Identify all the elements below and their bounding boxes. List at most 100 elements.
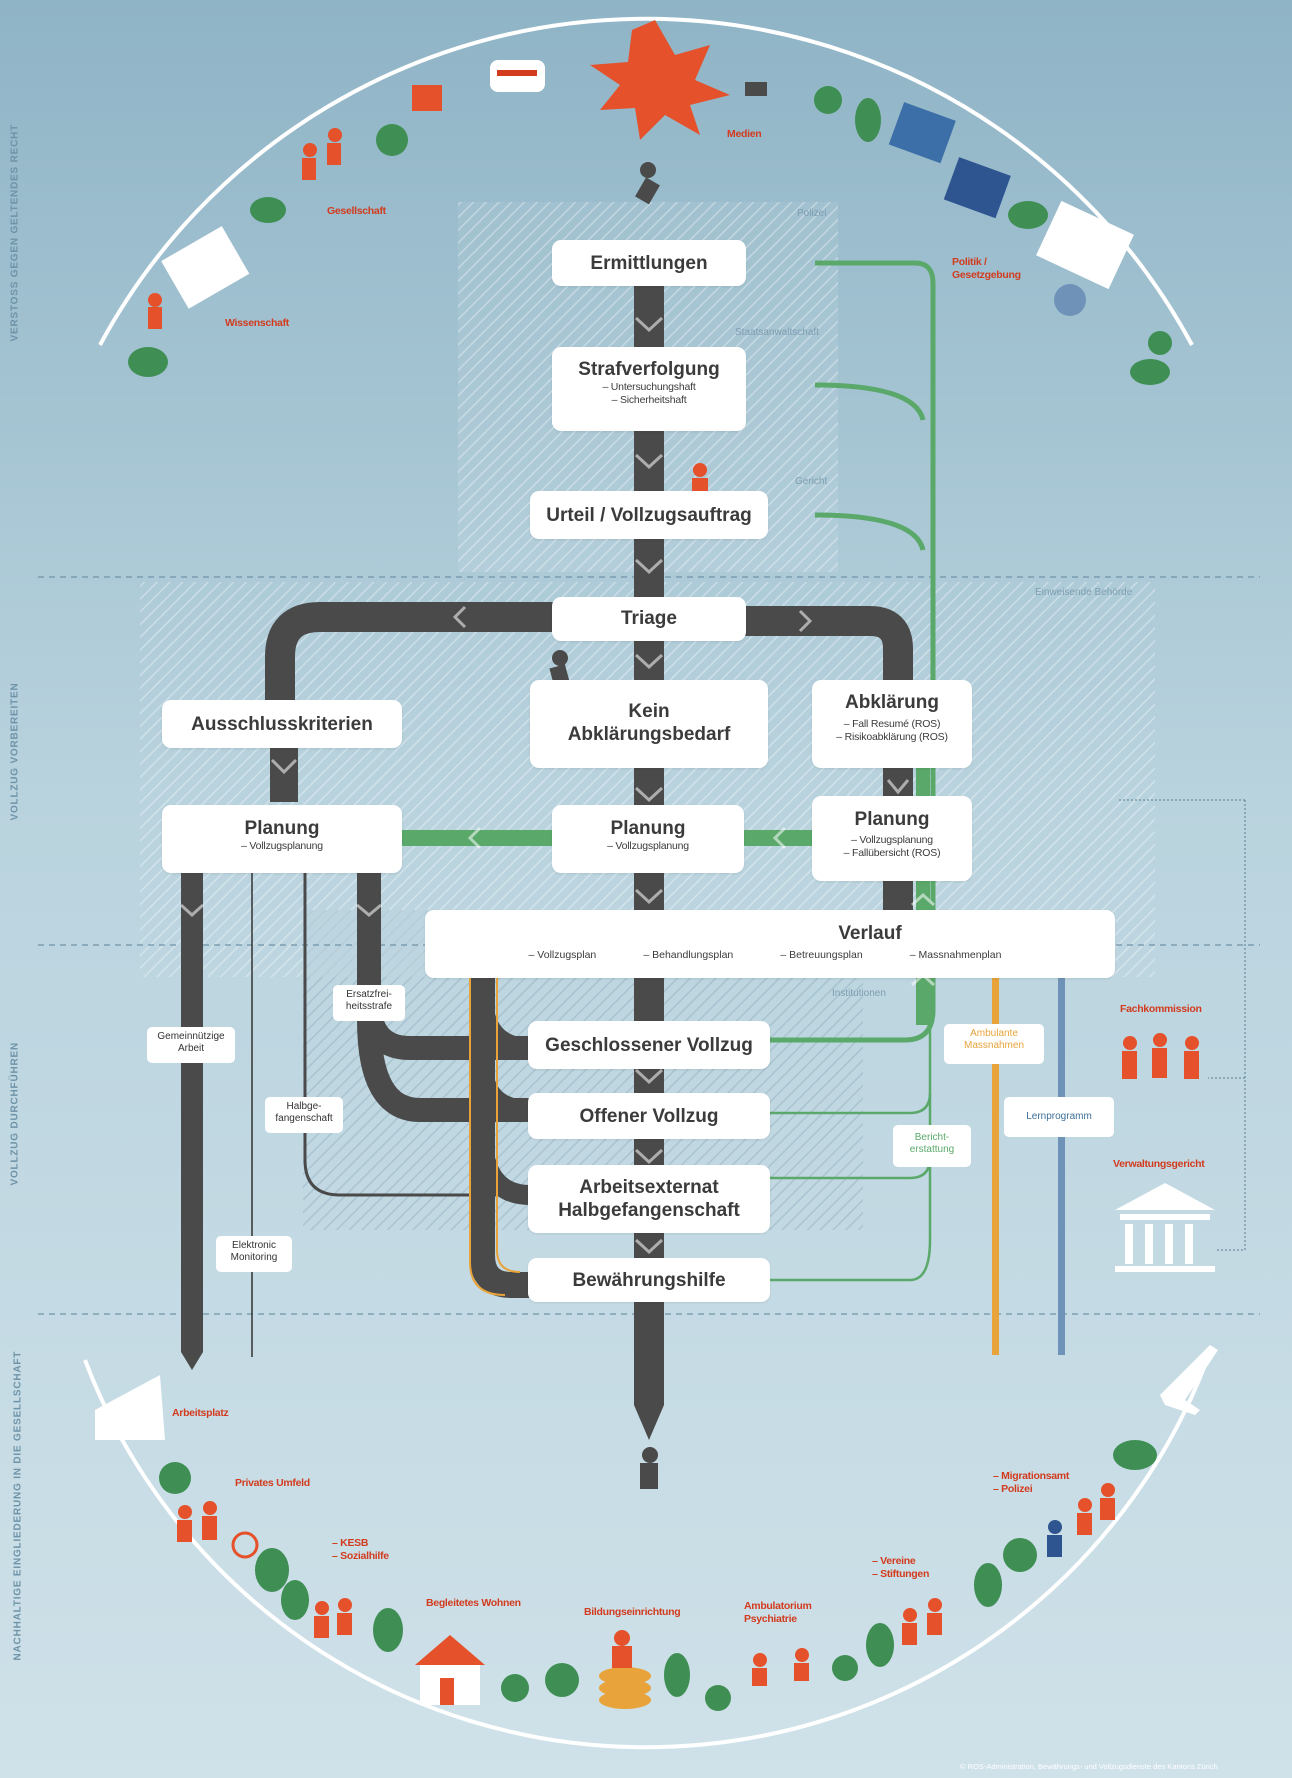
smallbox-ersatzfreiheitsstrafe[interactable]: Ersatzfrei- heitsstrafe xyxy=(333,985,405,1021)
box-kein-line2: Abklärungsbedarf xyxy=(567,724,731,745)
box-urteil-title: Urteil / Vollzugsauftrag xyxy=(546,505,752,526)
box-abklaerung[interactable]: Abklärung – Fall Resumé (ROS) – Risikoab… xyxy=(812,680,972,768)
box-triage[interactable]: Triage xyxy=(552,597,746,641)
box-ermittlungen[interactable]: Ermittlungen xyxy=(552,240,746,286)
box-ermittlungen-title: Ermittlungen xyxy=(590,253,708,274)
box-arbeitsexternat-line2: Halbgefangenschaft xyxy=(558,1200,740,1221)
track-chevrons xyxy=(179,316,936,1255)
box-ausschluss-title: Ausschlusskriterien xyxy=(191,714,373,735)
smallbox-halbge-line1: Halbge- xyxy=(286,1101,322,1112)
box-planung-right[interactable]: Planung – Vollzugsplanung – Fallübersich… xyxy=(812,796,972,881)
court-building-icon xyxy=(1115,1183,1215,1272)
tree-icon xyxy=(373,1608,403,1652)
tree-icon xyxy=(501,1674,529,1702)
wheelchair-icon xyxy=(231,1531,259,1559)
actor-ambulatorium: Ambulatorium Psychiatrie xyxy=(744,1600,812,1626)
actor-vereine-line1: – Vereine xyxy=(872,1555,916,1567)
tree-icon xyxy=(255,1548,289,1592)
top-arc xyxy=(98,16,1194,346)
box-planung-left-title: Planung xyxy=(244,818,320,839)
smallbox-bericht-line2: erstattung xyxy=(909,1144,955,1155)
box-planung-right-sub1: – Vollzugsplanung xyxy=(851,834,933,846)
smallbox-gemein-line2: Arbeit xyxy=(177,1043,205,1054)
house-icon xyxy=(415,1635,485,1665)
side-label-top: VERSTOSS GEGEN GELTENDES RECHT xyxy=(9,123,21,342)
factory-icon xyxy=(95,1375,165,1440)
smallbox-bericht-line1: Bericht- xyxy=(914,1132,950,1143)
smallbox-elektronic-line1: Elektronic xyxy=(232,1240,276,1251)
box-offener-vollzug[interactable]: Offener Vollzug xyxy=(528,1093,770,1139)
green-feedback-lines xyxy=(760,260,936,1043)
verlauf-item: – Massnahmenplan xyxy=(909,949,1002,961)
actor-migration-line1: – Migrationsamt xyxy=(993,1470,1070,1482)
smallbox-halbge-line2: fangenschaft xyxy=(275,1113,333,1124)
box-arbeitsexternat-line1: Arbeitsexternat xyxy=(579,1177,719,1198)
judge-person-icon xyxy=(692,463,708,492)
airplane-icon xyxy=(1160,1345,1218,1415)
tree-icon xyxy=(664,1653,690,1697)
smallbox-ambulante-massnahmen[interactable]: Ambulante Massnahmen xyxy=(944,1024,1044,1064)
smallbox-elektronic-line2: Monitoring xyxy=(230,1252,278,1263)
actor-gesellschaft: Gesellschaft xyxy=(327,205,386,217)
tree-icon xyxy=(159,1462,191,1494)
tree-icon xyxy=(814,86,842,114)
actor-arbeitsplatz: Arbeitsplatz xyxy=(172,1407,229,1419)
bottom-illustrations xyxy=(95,1345,1218,1711)
actor-kesb-line2: – Sozialhilfe xyxy=(332,1550,389,1562)
smallbox-berichterstattung[interactable]: Bericht- erstattung xyxy=(893,1125,971,1167)
tree-icon xyxy=(250,197,286,223)
solar-panel-icon xyxy=(888,102,956,164)
zone-label-polizei: Polizei xyxy=(797,208,827,219)
box-kein-line1: Kein xyxy=(628,701,670,722)
people-icon xyxy=(303,143,317,157)
tree-icon xyxy=(1113,1440,1157,1470)
box-planung-left-sub1: – Vollzugsplanung xyxy=(241,840,323,852)
box-planung-mid[interactable]: Planung – Vollzugsplanung xyxy=(552,805,744,873)
box-offen-title: Offener Vollzug xyxy=(579,1106,719,1127)
actor-migration-line2: – Polizei xyxy=(993,1483,1033,1495)
people-icon xyxy=(1078,1498,1092,1512)
box-ausschlusskriterien[interactable]: Ausschlusskriterien xyxy=(162,700,402,748)
box-geschlossener-vollzug[interactable]: Geschlossener Vollzug xyxy=(528,1021,770,1069)
tree-icon xyxy=(1130,359,1170,385)
smallbox-gemeinnuetzige-arbeit[interactable]: Gemeinnützige Arbeit xyxy=(147,1027,235,1063)
box-verlauf[interactable]: Verlauf – Vollzugsplan – Behandlungsplan… xyxy=(425,910,1115,978)
actor-vereine-line2: – Stiftungen xyxy=(872,1568,930,1580)
box-strafverfolgung[interactable]: Strafverfolgung – Untersuchungshaft – Si… xyxy=(552,347,746,431)
box-verlauf-title: Verlauf xyxy=(838,923,902,944)
actor-bildungseinrichtung: Bildungseinrichtung xyxy=(584,1606,681,1618)
smallbox-ambulante-line2: Massnahmen xyxy=(963,1040,1025,1051)
camera-icon xyxy=(745,82,767,96)
tree-icon xyxy=(1003,1538,1037,1572)
box-kein-abklaerungsbedarf[interactable]: Kein Abklärungsbedarf xyxy=(530,680,768,768)
box-bewaehrungshilfe[interactable]: Bewährungshilfe xyxy=(528,1258,770,1302)
police-icon xyxy=(1048,1520,1062,1534)
therapy-icon xyxy=(753,1653,767,1667)
bottom-arc xyxy=(83,1359,1209,1750)
box-planung-left[interactable]: Planung – Vollzugsplanung xyxy=(162,805,402,873)
explosion-icon xyxy=(590,20,730,140)
zone-label-gericht: Gericht xyxy=(795,476,828,487)
box-arbeitsexternat[interactable]: Arbeitsexternat Halbgefangenschaft xyxy=(528,1165,770,1233)
box-strafverfolgung-sub1: – Untersuchungshaft xyxy=(602,381,696,393)
side-label-prepare: VOLLZUG VORBEREITEN xyxy=(9,682,21,821)
tree-icon xyxy=(974,1563,1002,1607)
box-abklaerung-sub1: – Fall Resumé (ROS) xyxy=(843,718,941,730)
copyright-notice: © ROS-Administration, Bewährungs- und Vo… xyxy=(960,1762,1218,1771)
tree-icon xyxy=(705,1685,731,1711)
zone-label-institutionen: Institutionen xyxy=(832,988,886,999)
solar-panel-icon xyxy=(943,157,1011,219)
box-urteil[interactable]: Urteil / Vollzugsauftrag xyxy=(530,491,768,539)
actor-begleitetes-wohnen: Begleitetes Wohnen xyxy=(426,1597,521,1609)
smallbox-elektronic-monitoring[interactable]: Elektronic Monitoring xyxy=(216,1236,292,1272)
smallbox-lernprogramm[interactable]: Lernprogramm xyxy=(1004,1097,1114,1137)
parliament-icon xyxy=(1036,200,1134,290)
smallbox-halbgefangenschaft[interactable]: Halbge- fangenschaft xyxy=(265,1097,343,1133)
actor-kesb-line1: – KESB xyxy=(332,1537,369,1549)
top-illustrations xyxy=(128,20,1172,385)
actor-vereine: – Vereine – Stiftungen xyxy=(872,1555,929,1581)
actor-verwaltungsgericht: Verwaltungsgericht xyxy=(1113,1158,1205,1170)
actor-wissenschaft: Wissenschaft xyxy=(225,317,289,329)
actor-ambulatorium-line2: Psychiatrie xyxy=(744,1613,797,1625)
